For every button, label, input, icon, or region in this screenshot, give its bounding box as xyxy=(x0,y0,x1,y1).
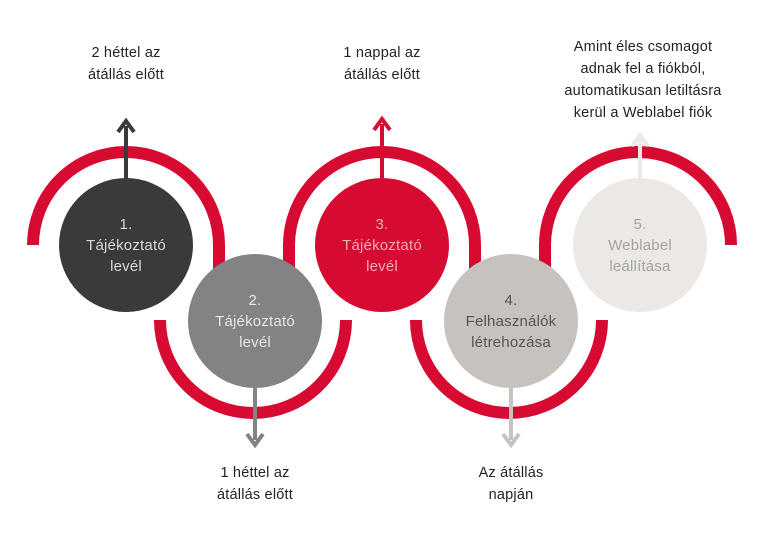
step-title-line2: levél xyxy=(366,257,398,275)
step-title-line2: levél xyxy=(239,333,271,351)
step-5-label: Amint éles csomagot adnak fel a fiókból,… xyxy=(548,36,738,124)
step-number: 4. xyxy=(504,291,518,309)
step-4-label: Az átállás napján xyxy=(441,462,581,506)
step-title: Tájékoztató xyxy=(342,236,422,254)
arrow-down-step-4 xyxy=(501,388,521,449)
label-line: Amint éles csomagot xyxy=(573,39,713,55)
step-1-circle: 1. Tájékoztató levél xyxy=(59,178,193,312)
label-line: 2 héttel az xyxy=(91,45,161,61)
step-title-line2: leállítása xyxy=(609,257,671,275)
step-3-circle: 3. Tájékoztató levél xyxy=(315,178,449,312)
step-number: 2. xyxy=(248,291,262,309)
arrow-down-step-2 xyxy=(245,388,265,449)
arrow-up-step-3 xyxy=(372,115,392,178)
label-line: napján xyxy=(488,487,534,503)
step-title-line2: létrehozása xyxy=(471,333,551,351)
step-3-label: 1 nappal az átállás előtt xyxy=(312,42,452,86)
step-1-label: 2 héttel az átállás előtt xyxy=(56,42,196,86)
label-line: kerül a Weblabel fiók xyxy=(573,105,713,121)
label-line: átállás előtt xyxy=(217,487,293,503)
step-5-circle: 5. Weblabel leállítása xyxy=(573,178,707,312)
step-4-circle: 4. Felhasználók létrehozása xyxy=(444,254,578,388)
step-title: Tájékoztató xyxy=(215,312,295,330)
label-line: 1 héttel az xyxy=(220,465,290,481)
label-line: automatikusan letiltásra xyxy=(564,83,722,99)
step-2-circle: 2. Tájékoztató levél xyxy=(188,254,322,388)
step-number: 3. xyxy=(375,215,389,233)
step-title: Felhasználók xyxy=(465,312,557,330)
step-2-label: 1 héttel az átállás előtt xyxy=(185,462,325,506)
arrow-up-step-5 xyxy=(630,131,650,178)
label-line: átállás előtt xyxy=(344,67,420,83)
label-line: átállás előtt xyxy=(88,67,164,83)
step-title-line2: levél xyxy=(110,257,142,275)
label-line: 1 nappal az xyxy=(343,45,421,61)
step-number: 5. xyxy=(633,215,647,233)
step-title: Weblabel xyxy=(608,236,672,254)
step-number: 1. xyxy=(119,215,133,233)
label-line: Az átállás xyxy=(478,465,544,481)
label-line: adnak fel a fiókból, xyxy=(580,61,706,77)
arrow-up-step-1 xyxy=(116,117,136,178)
step-title: Tájékoztató xyxy=(86,236,166,254)
